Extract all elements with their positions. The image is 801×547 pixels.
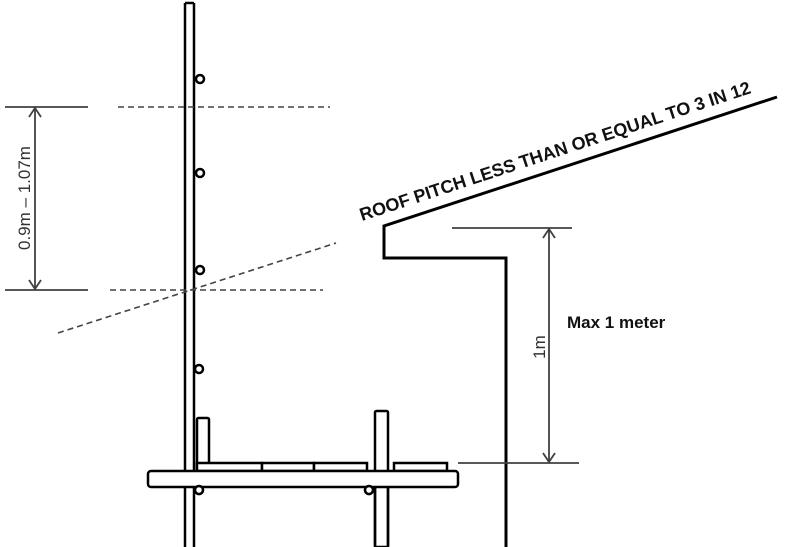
scaffold-post-left — [183, 1, 196, 547]
clamp-icons-lower — [193, 484, 375, 496]
roof-pitch-label: ROOF PITCH LESS THAN OR EQUAL TO 3 IN 12 — [357, 78, 753, 225]
guardrail-height-label: 0.9m – 1.07m — [15, 146, 34, 250]
scaffold-platform — [146, 469, 460, 489]
roof-edge-parapet — [382, 95, 778, 547]
gap-dimension-label: 1m — [530, 335, 549, 359]
clamp-icons — [193, 73, 375, 496]
gap-dimension — [452, 227, 579, 464]
guardrail-levels — [57, 106, 337, 334]
guardrail-height-dimension — [5, 106, 88, 291]
gap-note-label: Max 1 meter — [567, 313, 666, 332]
post-continuation — [373, 487, 390, 547]
